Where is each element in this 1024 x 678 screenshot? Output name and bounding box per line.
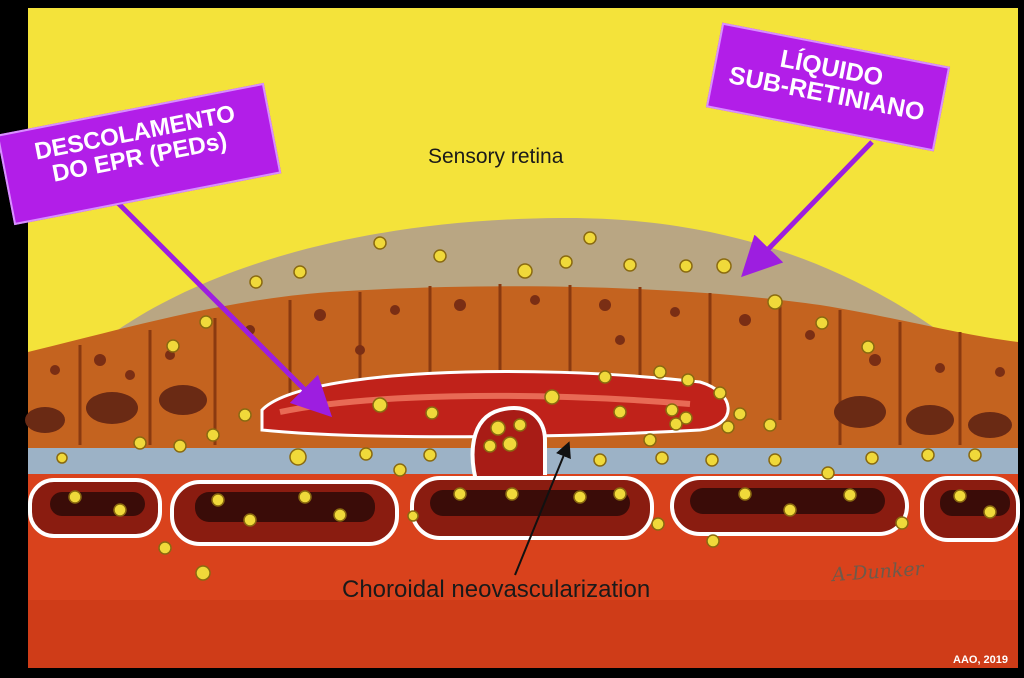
credit-text: AAO, 2019	[953, 654, 1009, 666]
ped-lesion	[260, 369, 730, 439]
ped-arrow	[113, 198, 333, 418]
cnv-arrow	[514, 441, 571, 576]
srf-arrow	[741, 140, 874, 278]
cnv-label: Choroidal neovascularization	[342, 576, 651, 603]
sensory-retina-label: Sensory retina	[428, 145, 564, 168]
